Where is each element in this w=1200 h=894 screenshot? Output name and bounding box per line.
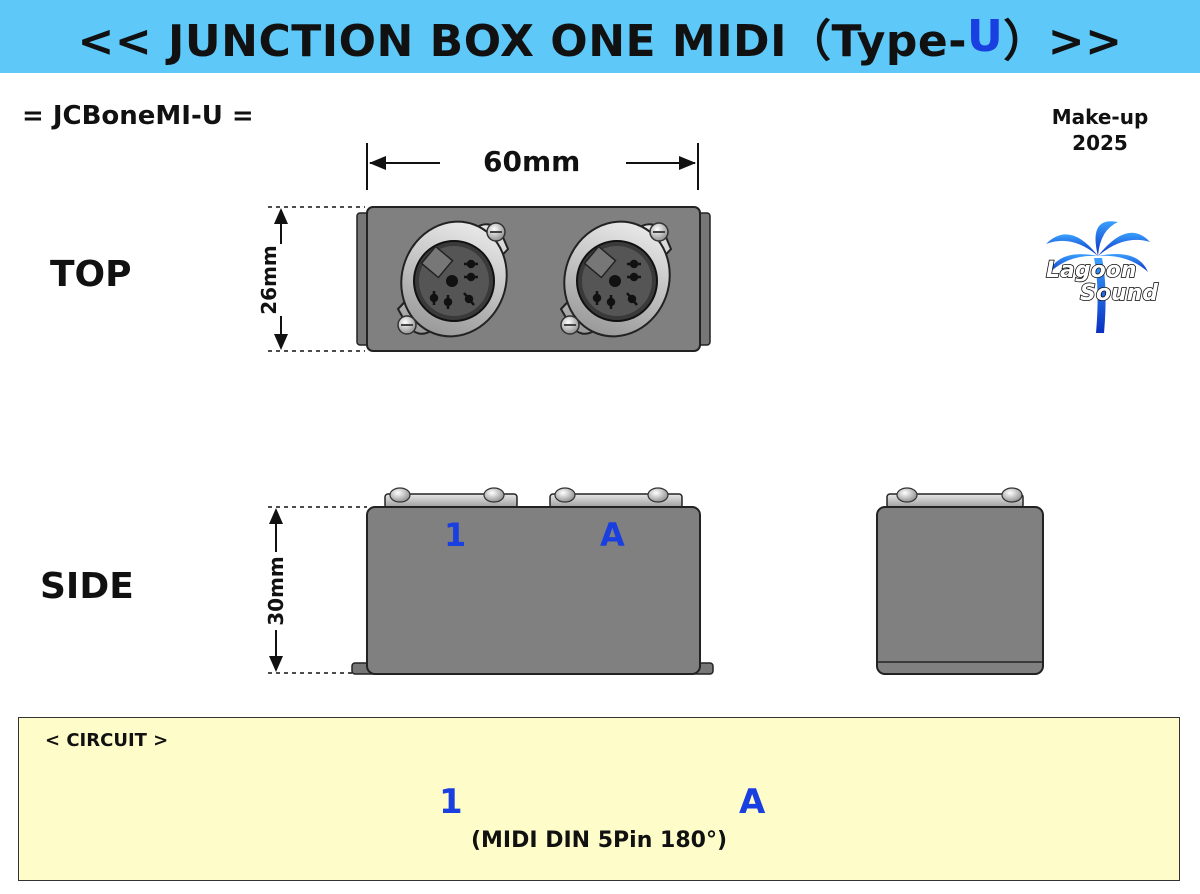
makeup-year: 2025: [1072, 131, 1128, 155]
circuit-port-a: A: [739, 782, 766, 822]
makeup-label: Make-up 2025: [1040, 104, 1160, 156]
midi-connector-1-top: [396, 220, 510, 338]
title-text-end: ）>>: [1003, 15, 1123, 67]
side-port-1-label: 1: [444, 516, 467, 554]
makeup-line1: Make-up: [1051, 105, 1149, 129]
end-view-box: [876, 487, 1044, 675]
title-text: << JUNCTION BOX ONE MIDI（Type-: [77, 15, 968, 67]
circuit-port-1: 1: [439, 782, 463, 822]
palm-tree-icon: [1046, 221, 1150, 333]
side-height-dimension: [262, 506, 367, 674]
side-view-box: [351, 487, 714, 675]
top-height-label: 26mm: [257, 245, 281, 315]
top-width-dimension: [366, 143, 699, 190]
midi-connector-a-top: [559, 220, 673, 338]
circuit-title: < CIRCUIT >: [45, 730, 169, 751]
top-width-label: 60mm: [483, 145, 581, 178]
side-view-label: SIDE: [40, 566, 134, 607]
top-view-label: TOP: [50, 254, 132, 295]
side-height-label: 30mm: [264, 556, 288, 626]
logo-line2: Sound: [1080, 281, 1158, 306]
title-banner: << JUNCTION BOX ONE MIDI（Type-U）>>: [0, 0, 1200, 73]
logo-line1: Lagoon: [1046, 258, 1137, 283]
side-port-a-label: A: [600, 516, 625, 554]
model-code: = JCBoneMI-U =: [22, 101, 254, 131]
circuit-panel: < CIRCUIT > 1 A (MIDI DIN 5Pin 180°): [18, 717, 1180, 881]
circuit-note: (MIDI DIN 5Pin 180°): [470, 828, 728, 853]
title-type-letter: U: [967, 11, 1004, 62]
top-height-dimension: [266, 206, 365, 352]
